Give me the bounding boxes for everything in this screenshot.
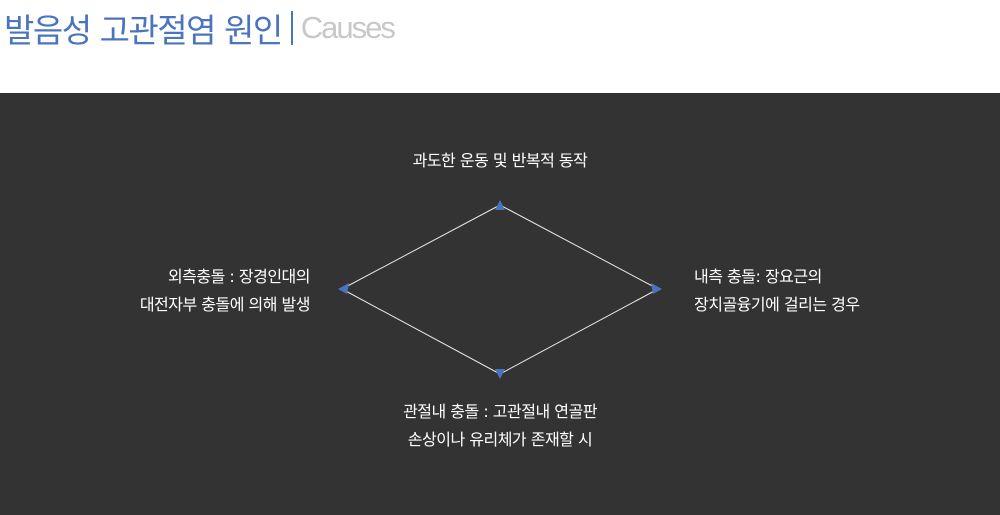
- left-cause-line-1: 외측충돌 : 장경인대의: [167, 267, 311, 286]
- diamond-lines: [341, 204, 659, 375]
- page-header: 발음성 고관절염 원인 Causes: [0, 0, 1000, 93]
- top-arrow-marker: [495, 200, 505, 210]
- page-subtitle: Causes: [300, 10, 396, 45]
- left-arrow-marker: [338, 283, 349, 294]
- title-group: 발음성 고관절염 원인 Causes: [4, 6, 396, 50]
- right-cause-line-2: 장치골융기에 걸리는 경우: [694, 295, 860, 314]
- bottom-cause-label: 관절내 충돌 : 고관절내 연골판 손상이나 유리체가 존재할 시: [300, 398, 700, 454]
- diamond-edge-right-bottom: [499, 288, 659, 375]
- right-arrow-marker: [651, 283, 662, 294]
- bottom-arrow-marker: [495, 369, 505, 379]
- page-title: 발음성 고관절염 원인: [4, 11, 283, 50]
- diamond-edge-top-right: [499, 204, 659, 290]
- diamond-edge-left-top: [341, 204, 501, 290]
- right-cause-label: 내측 충돌: 장요근의 장치골융기에 걸리는 경우: [694, 263, 860, 319]
- diamond-edge-bottom-left: [341, 288, 501, 375]
- diagram-panel: 과도한 운동 및 반복적 동작 외측충돌 : 장경인대의 대전자부 충돌에 의해…: [0, 93, 1000, 515]
- bottom-cause-line-2: 손상이나 유리체가 존재할 시: [407, 430, 593, 449]
- diamond-markers: [338, 200, 662, 379]
- diamond-diagram: [338, 200, 662, 379]
- bottom-cause-line-1: 관절내 충돌 : 고관절내 연골판: [403, 402, 597, 421]
- title-divider: [290, 11, 293, 45]
- left-cause-label: 외측충돌 : 장경인대의 대전자부 충돌에 의해 발생: [139, 263, 311, 319]
- top-cause-line: 과도한 운동 및 반복적 동작: [412, 151, 588, 170]
- top-cause-label: 과도한 운동 및 반복적 동작: [300, 147, 700, 175]
- right-cause-line-1: 내측 충돌: 장요근의: [694, 267, 822, 286]
- left-cause-line-2: 대전자부 충돌에 의해 발생: [139, 295, 311, 314]
